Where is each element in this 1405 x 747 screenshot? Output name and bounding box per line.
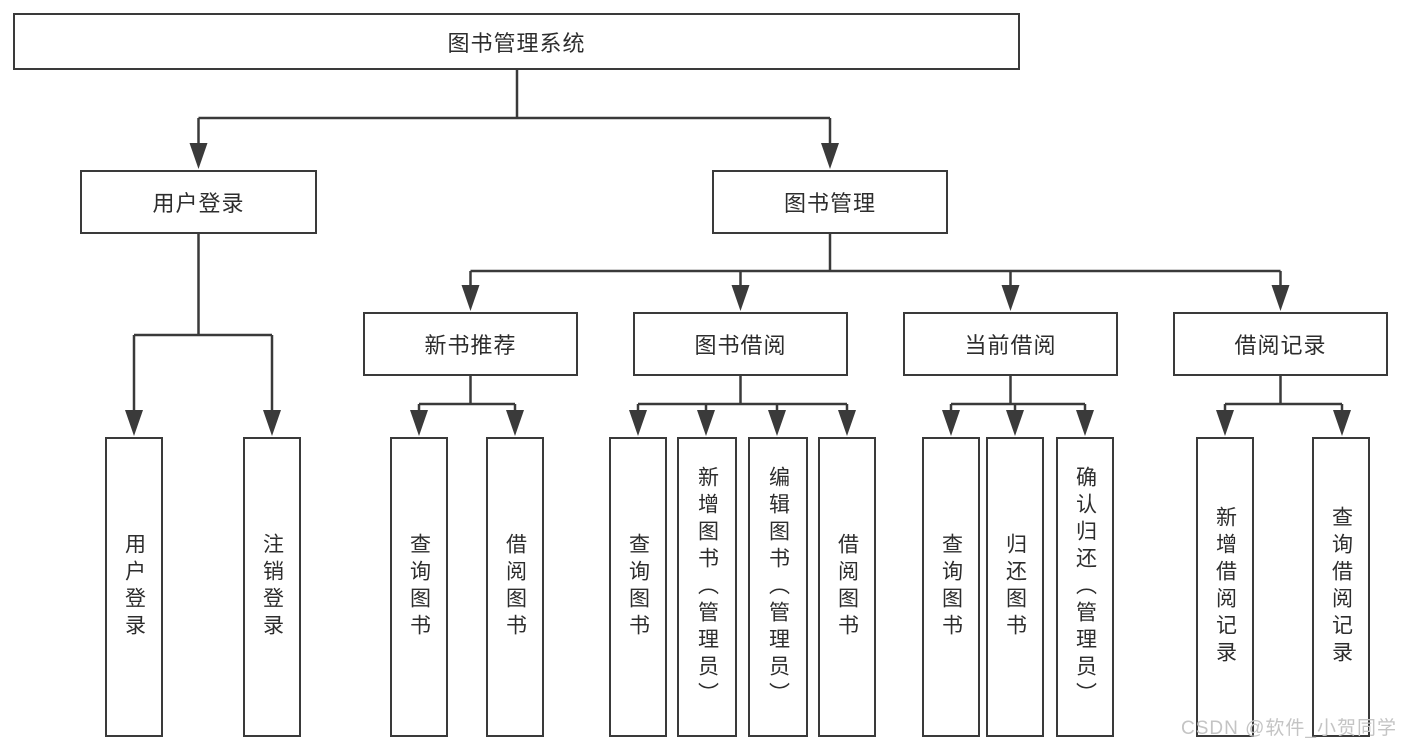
node-root-label: 图书管理系统 [447,30,586,56]
node-new-book-recommend-label: 新书推荐 [424,333,517,358]
leaf-query-books-3: 查询图书 [922,437,980,737]
leaf-query-books-1: 查询图书 [390,437,448,737]
leaf-borrow-books-2: 借阅图书 [818,437,876,737]
leaf-add-borrow-record: 新增借阅记录 [1196,437,1254,737]
leaf-add-borrow-record-label: 新增借阅记录 [1213,506,1237,668]
node-book-management-group: 图书管理 [712,170,948,234]
leaf-return-books: 归还图书 [986,437,1044,737]
node-borrowing-records: 借阅记录 [1173,312,1388,376]
leaf-confirm-return-admin-label: 确认归还（管理员） [1073,465,1097,709]
leaf-query-books-2-label: 查询图书 [626,533,650,641]
leaf-logout: 注销登录 [243,437,301,737]
leaf-confirm-return-admin: 确认归还（管理员） [1056,437,1114,737]
node-current-borrowing: 当前借阅 [903,312,1118,376]
node-root: 图书管理系统 [13,13,1020,70]
leaf-user-login: 用户登录 [105,437,163,737]
leaf-borrow-books-1: 借阅图书 [486,437,544,737]
leaf-add-books-admin-label: 新增图书（管理员） [695,465,719,709]
leaf-query-books-3-label: 查询图书 [939,533,963,641]
node-book-management-group-label: 图书管理 [783,191,876,216]
node-new-book-recommend: 新书推荐 [363,312,578,376]
node-current-borrowing-label: 当前借阅 [964,333,1057,358]
leaf-query-borrow-record: 查询借阅记录 [1312,437,1370,737]
leaf-query-books-1-label: 查询图书 [407,533,431,641]
node-book-borrowing: 图书借阅 [633,312,848,376]
leaf-borrow-books-2-label: 借阅图书 [835,533,859,641]
leaf-logout-label: 注销登录 [260,533,284,641]
leaf-query-books-2: 查询图书 [609,437,667,737]
leaf-query-borrow-record-label: 查询借阅记录 [1329,506,1353,668]
leaf-borrow-books-1-label: 借阅图书 [503,533,527,641]
node-user-login-group: 用户登录 [80,170,317,234]
node-user-login-group-label: 用户登录 [152,191,245,216]
leaf-user-login-label: 用户登录 [122,533,146,641]
leaf-add-books-admin: 新增图书（管理员） [677,437,737,737]
leaf-edit-books-admin-label: 编辑图书（管理员） [766,465,790,709]
leaf-return-books-label: 归还图书 [1003,533,1027,641]
node-borrowing-records-label: 借阅记录 [1234,333,1327,358]
leaf-edit-books-admin: 编辑图书（管理员） [748,437,808,737]
node-book-borrowing-label: 图书借阅 [694,333,787,358]
